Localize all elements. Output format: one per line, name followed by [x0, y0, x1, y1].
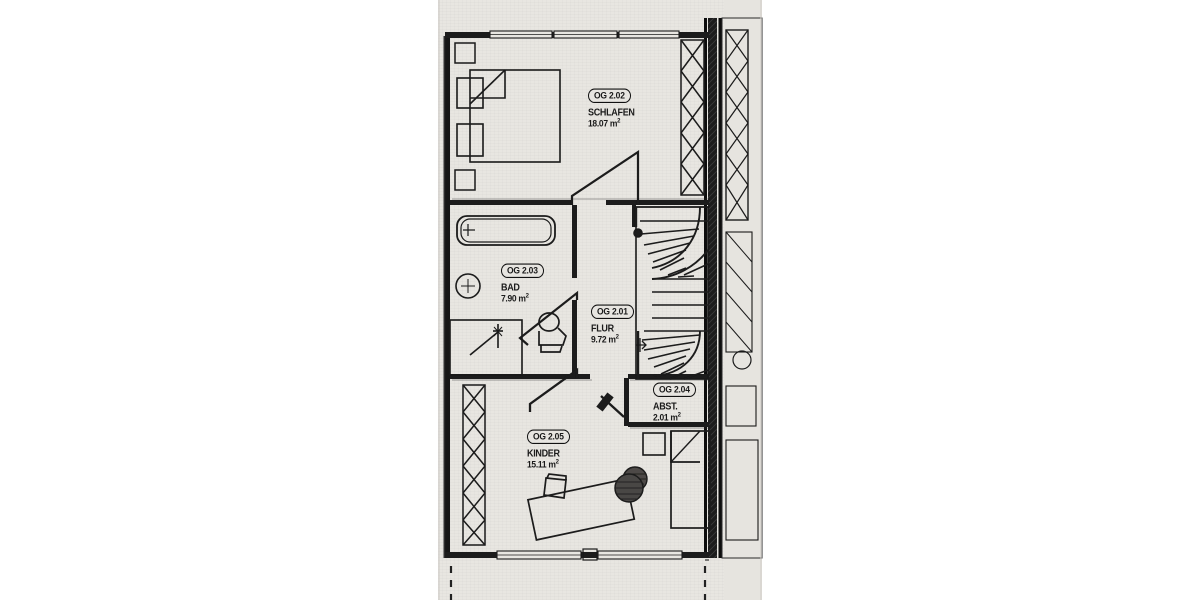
window-bottom-1	[496, 550, 582, 560]
exterior-wall-left	[443, 36, 450, 558]
exterior-wall-bottom	[445, 548, 709, 561]
room-label-abst: OG 2.04 ABST. 2.01 m2	[653, 378, 696, 423]
shower	[449, 319, 523, 376]
room-code-schlafen: OG 2.02	[588, 87, 631, 104]
room-name-kinder: KINDER	[527, 447, 560, 459]
door-bad	[518, 290, 579, 346]
nightstand-upper	[456, 77, 484, 109]
round-seat-2	[614, 473, 644, 503]
child-nightstand	[642, 432, 666, 456]
stool-lower	[454, 169, 476, 191]
room-area-schlafen: 18.07 m2	[588, 118, 635, 129]
room-label-flur: OG 2.01 FLUR 9.72 m2	[591, 300, 634, 345]
bathtub	[456, 215, 556, 246]
staircase	[633, 206, 709, 380]
room-area-unit-schlafen: 2	[617, 118, 621, 126]
room-area-value-bad: 7.90 m	[501, 293, 526, 305]
room-code-abst: OG 2.04	[653, 381, 696, 398]
room-area-value-abst: 2.01 m	[653, 412, 678, 424]
window-top-3	[618, 30, 680, 39]
nightstand-lower	[456, 123, 484, 157]
room-label-kinder: OG 2.05 KINDER 15.11 m2	[527, 425, 570, 470]
room-area-abst: 2.01 m2	[653, 412, 696, 423]
room-name-flur: FLUR	[591, 322, 614, 334]
neighbour-unit-outline	[721, 17, 763, 559]
desk-chair	[543, 473, 567, 499]
room-area-value-kinder: 15.11 m	[527, 459, 556, 471]
stool-upper	[454, 42, 476, 64]
door-schlafen	[570, 149, 640, 205]
window-top-1	[489, 30, 553, 39]
room-name-schlafen: SCHLAFEN	[588, 106, 635, 118]
party-wall-right	[704, 18, 722, 558]
wardrobe-bedroom-right	[680, 39, 705, 196]
room-name-bad: BAD	[501, 281, 520, 293]
room-code-bad: OG 2.03	[501, 262, 544, 279]
room-label-bad: OG 2.03 BAD 7.90 m2	[501, 259, 544, 304]
room-area-bad: 7.90 m2	[501, 293, 544, 304]
window-bottom-2	[597, 550, 683, 560]
wall-hatch-texture	[452, 198, 709, 429]
scan-edge-artifacts	[438, 0, 762, 600]
interior-walls	[450, 200, 709, 427]
wardrobe-kinder-left	[462, 384, 486, 546]
washbasin	[455, 273, 481, 299]
door-abst	[596, 392, 625, 418]
bed-double	[469, 69, 561, 163]
exterior-wall-top	[445, 30, 709, 39]
room-code-kinder: OG 2.05	[527, 428, 570, 445]
window-top-2	[553, 30, 618, 39]
room-area-unit-kinder: 2	[555, 459, 559, 467]
room-area-value-flur: 9.72 m	[591, 334, 616, 346]
child-bed	[670, 430, 711, 529]
room-area-unit-bad: 2	[525, 293, 529, 301]
room-name-abst: ABST.	[653, 400, 678, 412]
balcony-outline-dashed	[449, 566, 707, 600]
room-area-unit-abst: 2	[677, 412, 681, 420]
room-label-schlafen: OG 2.02 SCHLAFEN 18.07 m2	[588, 84, 635, 129]
room-area-value-schlafen: 18.07 m	[588, 118, 618, 130]
room-area-flur: 9.72 m2	[591, 334, 634, 345]
room-area-kinder: 15.11 m2	[527, 459, 570, 470]
room-code-flur: OG 2.01	[591, 303, 634, 320]
room-area-unit-flur: 2	[615, 334, 619, 342]
door-kinder	[528, 367, 579, 412]
